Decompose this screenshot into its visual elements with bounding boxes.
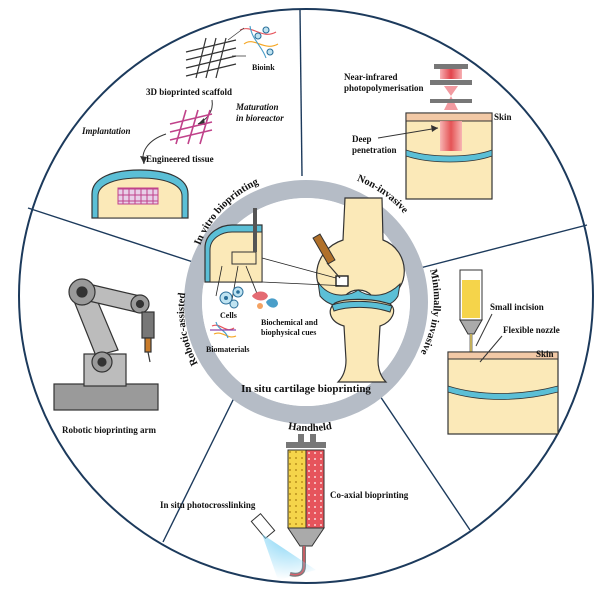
nir-skin-model bbox=[405, 112, 493, 200]
nozzle-arrow bbox=[479, 335, 503, 363]
maturation-arrowhead bbox=[198, 118, 205, 125]
incision-arrow bbox=[475, 313, 493, 347]
maturation-label-line2: in bioreactor bbox=[236, 113, 284, 123]
cues-label-line1: Biochemical and bbox=[261, 318, 318, 327]
bioink-label: Bioink bbox=[252, 63, 275, 72]
implanted-defect-model bbox=[91, 169, 189, 219]
nir-laser-device bbox=[430, 64, 472, 110]
scaffold-grid bbox=[185, 37, 237, 79]
cells-icon bbox=[219, 286, 244, 309]
coaxial-label: Co-axial bioprinting bbox=[330, 490, 409, 500]
deep-arrowhead bbox=[431, 125, 438, 132]
nir-label-line1: Near-infrared bbox=[344, 72, 397, 82]
biomaterials-icon bbox=[210, 321, 237, 339]
cues-label-line2: biophysical cues bbox=[261, 328, 316, 337]
robotic-arm bbox=[53, 278, 159, 411]
center-defect-model bbox=[204, 208, 263, 301]
photocross-label: In situ photocrosslinking bbox=[160, 500, 256, 510]
robotic-arm-label: Robotic bioprinting arm bbox=[62, 425, 157, 435]
cues-icon bbox=[252, 291, 278, 309]
nir-label-line2: photopolymerisation bbox=[344, 83, 424, 93]
incision-skin-label: Skin bbox=[536, 349, 554, 359]
deep-label-line2: penetration bbox=[352, 145, 397, 155]
scaffold-label: 3D bioprinted scaffold bbox=[146, 87, 232, 97]
incision-skin-model bbox=[447, 351, 559, 435]
biomaterials-label: Biomaterials bbox=[206, 345, 250, 354]
deep-label-line1: Deep bbox=[352, 134, 372, 144]
implantation-arrowhead bbox=[140, 156, 147, 164]
sector-dividers bbox=[27, 9, 588, 543]
ring-label-handheld: Handheld bbox=[287, 421, 332, 434]
incision-label: Small incision bbox=[490, 302, 544, 312]
cells-label: Cells bbox=[220, 311, 237, 320]
uv-light-pen bbox=[250, 513, 316, 580]
center-title: In situ cartilage bioprinting bbox=[241, 383, 371, 395]
inner-ring bbox=[184, 180, 428, 424]
engineered-tissue-label: Engineered tissue bbox=[146, 154, 214, 164]
engineered-tissue-grid bbox=[169, 109, 213, 145]
center-knee-joint bbox=[261, 197, 405, 383]
deep-arrow bbox=[377, 127, 439, 139]
maturation-label-line1: Maturation bbox=[235, 102, 279, 112]
implantation-label: Implantation bbox=[81, 126, 131, 136]
bioink-zoom-line bbox=[227, 27, 246, 57]
nir-skin-label: Skin bbox=[494, 112, 512, 122]
nozzle-label: Flexible nozzle bbox=[503, 325, 560, 335]
